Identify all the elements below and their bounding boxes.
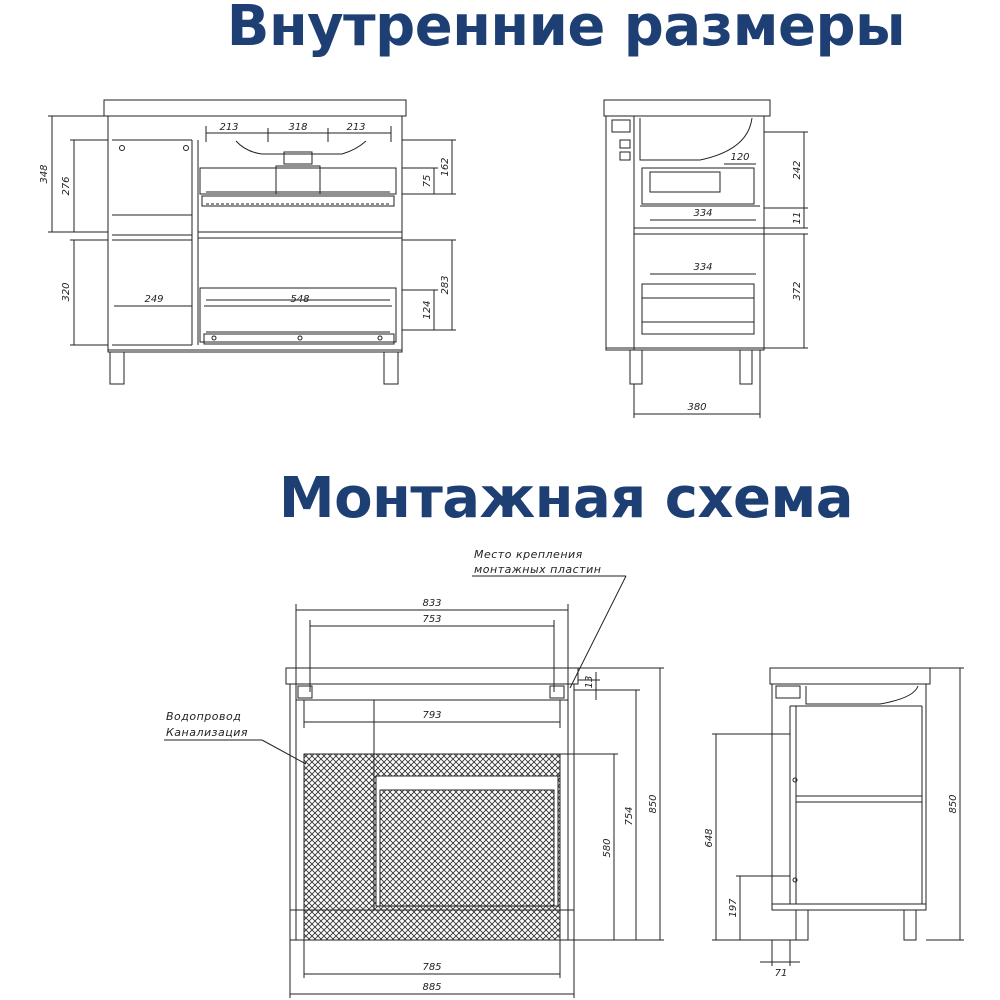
dim-885: 885 (422, 982, 441, 993)
leg (903, 909, 917, 941)
install-side-view (712, 667, 964, 966)
cabinet-side (771, 683, 927, 911)
internal-side-view (603, 99, 808, 418)
dim-348: 348 (39, 164, 50, 183)
internal-front-dimension-labels: 213 318 213 348 276 320 162 75 283 124 2… (39, 122, 451, 320)
dim-754: 754 (624, 806, 635, 825)
leg (629, 349, 643, 385)
leg (739, 349, 753, 385)
cabinet-body (107, 115, 403, 353)
dim-283: 283 (440, 275, 451, 294)
internal-side-dimension-labels: 120 334 334 242 11 372 380 (687, 152, 803, 413)
dim-850-side: 850 (948, 794, 959, 813)
dim-124: 124 (422, 300, 433, 319)
cabinet-side (605, 115, 765, 351)
dim-833: 833 (422, 598, 441, 609)
install-front-view (164, 575, 664, 998)
dim-380: 380 (687, 402, 706, 413)
dim-13: 13 (584, 676, 595, 689)
dim-242: 242 (792, 160, 803, 179)
dim-320: 320 (61, 282, 72, 301)
label-pipes-line2: Канализация (166, 726, 248, 739)
dim-334-bottom: 334 (693, 262, 712, 273)
dim-11: 11 (792, 212, 803, 225)
countertop (103, 99, 407, 117)
dim-793: 793 (422, 710, 441, 721)
countertop (285, 667, 579, 685)
dim-75: 75 (422, 175, 433, 188)
dim-548: 548 (290, 294, 309, 305)
label-plates-line2: монтажных пластин (474, 563, 601, 576)
heading-internal-dimensions: Внутренние размеры (226, 0, 906, 59)
dim-120: 120 (730, 152, 749, 163)
dim-372: 372 (792, 281, 803, 300)
leg (383, 351, 399, 385)
countertop (769, 667, 931, 685)
dim-850: 850 (648, 794, 659, 813)
dim-334-top: 334 (693, 208, 712, 219)
dim-648: 648 (704, 828, 715, 847)
dim-249: 249 (144, 294, 163, 305)
leg (109, 351, 125, 385)
dim-580: 580 (602, 838, 613, 857)
dim-71: 71 (775, 968, 788, 979)
dim-753: 753 (422, 614, 441, 625)
internal-front-view (48, 99, 456, 385)
dim-162: 162 (440, 157, 451, 176)
dim-197: 197 (728, 898, 739, 918)
heading-installation-scheme: Монтажная схема (278, 466, 854, 531)
install-front-labels: 833 753 793 13 850 754 580 785 885 Место… (166, 548, 659, 993)
cabinet-body (289, 683, 575, 941)
leg (795, 909, 809, 941)
dim-213-right: 213 (346, 122, 365, 133)
label-plates-line1: Место крепления (474, 548, 583, 561)
dim-785: 785 (422, 962, 441, 973)
dim-213-left: 213 (219, 122, 238, 133)
label-pipes-line1: Водопровод (166, 710, 241, 723)
dim-318: 318 (288, 122, 307, 133)
dim-276: 276 (61, 176, 72, 195)
countertop (603, 99, 771, 117)
install-side-labels: 850 648 197 71 (704, 794, 959, 979)
